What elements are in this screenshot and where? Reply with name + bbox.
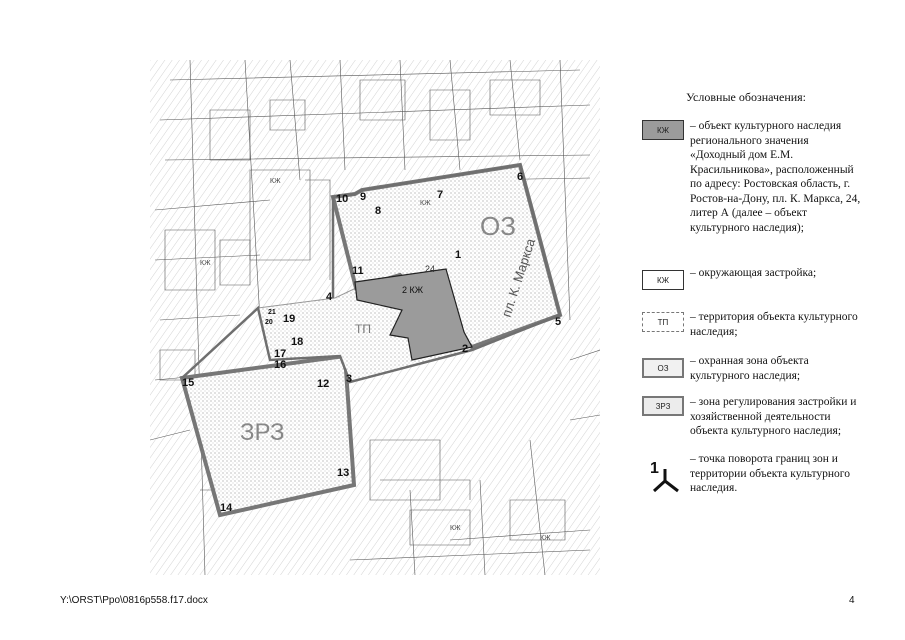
point-label: 11 — [352, 265, 364, 277]
point-label: 21 — [268, 309, 276, 316]
document-path: Y:\ORST\Ppo\0816p558.f17.docx — [60, 595, 208, 606]
point-label: 3 — [346, 373, 352, 385]
point-label: 2 — [462, 343, 468, 355]
site-plan-map: ОЗ ЗРЗ ТП 2 КЖ 24 пл. К. Маркса КЖ КЖ КЖ… — [150, 60, 600, 575]
zone-zrz-label: ЗРЗ — [240, 419, 284, 446]
legend-text-turn-point: – точка поворота границ зон и территории… — [690, 453, 850, 494]
legend-symbol-surrounding: КЖ — [642, 270, 684, 290]
legend-text-zrz: – зона регулирования застройки и хозяйст… — [690, 396, 857, 437]
page-number: 4 — [849, 595, 855, 606]
point-label: 5 — [555, 316, 561, 328]
point-label: 18 — [291, 336, 303, 348]
legend-text-oz: – охранная зона объекта культурного насл… — [690, 355, 809, 382]
point-label: 17 — [274, 348, 286, 360]
legend-symbol-territory: ТП — [642, 312, 684, 332]
zone-oz-label: ОЗ — [480, 211, 516, 241]
legend-symbol-heritage: КЖ — [642, 120, 684, 140]
legend-symbol-turn-point: 1 — [650, 460, 659, 477]
point-label: 7 — [437, 189, 443, 201]
point-label: 4 — [326, 291, 333, 303]
object-number-label: 24 — [425, 264, 435, 274]
point-label: 6 — [517, 171, 523, 183]
zone-tp-label: ТП — [355, 322, 371, 336]
point-label: 13 — [337, 467, 349, 479]
point-label: 8 — [375, 205, 381, 217]
legend-symbol-zrz: ЗРЗ — [642, 396, 684, 416]
turn-point-icon: 1 — [650, 460, 679, 493]
point-label: 14 — [220, 502, 233, 514]
point-label: 1 — [455, 249, 461, 261]
legend-text-surrounding: – окружающая застройка; — [690, 267, 817, 279]
legend-text-territory: – территория объекта культурного наследи… — [690, 311, 858, 338]
building-label: КЖ — [200, 260, 211, 267]
heritage-object — [354, 268, 473, 361]
zrz-boundary — [181, 163, 562, 384]
legend-text-heritage: – объект культурного наследия региональн… — [690, 120, 861, 234]
building-label: КЖ — [540, 535, 551, 542]
building-label: КЖ — [450, 525, 461, 532]
legend-title: Условные обозначения: — [686, 90, 807, 104]
legend-symbol-oz: ОЗ — [642, 358, 684, 378]
building-label: КЖ — [420, 200, 431, 207]
point-label: 20 — [265, 319, 273, 326]
object-label: 2 КЖ — [402, 285, 424, 295]
point-label: 9 — [360, 191, 366, 203]
point-label: 10 — [336, 193, 348, 205]
point-label: 19 — [283, 313, 295, 325]
point-label: 16 — [274, 359, 286, 371]
point-label: 12 — [317, 378, 329, 390]
building-label: КЖ — [270, 178, 281, 185]
zrz-zone — [179, 353, 357, 518]
point-label: 15 — [182, 377, 194, 389]
